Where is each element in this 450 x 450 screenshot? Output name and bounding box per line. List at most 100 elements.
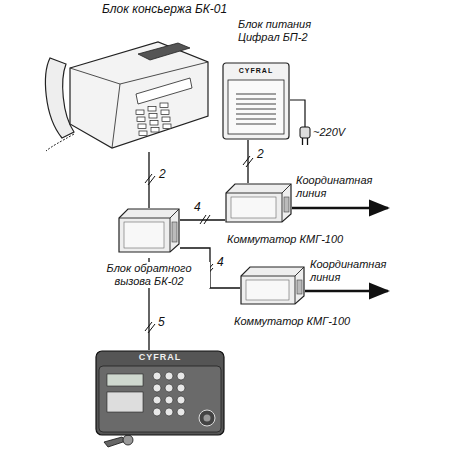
wire-connector [148,152,149,208]
line-label: Координатная линия [310,258,392,284]
drawing-circle [153,408,161,416]
drawing-g [236,94,276,124]
wire-count: 4 [216,256,225,269]
drawing-circle [165,396,173,404]
wire-count: 2 [256,148,265,161]
drawing-rect [162,117,170,122]
drawing-circle [153,396,161,404]
plug-pin [307,138,308,145]
brand-text: CYFRAL [222,67,290,75]
drawing-rect [138,124,146,129]
drawing-circle [153,384,161,392]
drawing-rect [148,107,156,112]
drawing-rect [107,392,143,412]
plug-pin [302,138,303,145]
mains-plug [300,127,310,138]
device-label: Блок консьержа БК-01 [102,2,227,16]
drawing-line [236,99,276,100]
wire-connector [247,140,248,183]
drawing-circle [123,435,133,445]
drawing-line [236,114,276,115]
drawing-line [236,109,276,110]
power-supply: Блок питания Цифрал БП-2CYFRAL [222,62,290,140]
callback-unit-art [118,208,180,258]
device-label: Коммутатор КМГ-100 [227,233,343,246]
coordinate-line [305,290,388,292]
drawing-circle [153,372,161,380]
drawing-rect [99,366,221,432]
drawing-rect [163,124,171,129]
drawing-path [241,267,304,304]
drawing-circle [165,408,173,416]
drawing-circle [177,384,185,392]
drawing-rect [136,110,144,115]
wire-count: 2 [158,168,167,181]
switch-box-art [225,183,292,228]
drawing-rect [161,110,169,115]
drawing-line [236,119,276,120]
drawing-path [119,209,179,252]
drawing-rect [297,280,302,294]
drawing-path [226,184,291,222]
drawing-path [104,437,126,447]
drawing-line [246,158,253,167]
drawing-circle [165,384,173,392]
drawing-circle [165,372,173,380]
line-label: Координатная линия [296,174,378,200]
device-label: CYFRAL [95,352,225,363]
drawing-path [70,42,208,148]
callback-unit: Блок обратного вызова БК-02 [118,208,180,258]
drawing-circle [177,396,185,404]
drawing-rect [149,114,157,119]
drawing-path [138,43,190,60]
call-panel-art [95,350,225,436]
telephone-console: Блок консьержа БК-01 [40,24,210,152]
key-fob [104,435,133,447]
telephone-console-art [40,24,210,152]
drawing-path [136,78,192,104]
device-label: Блок обратного вызова БК-02 [88,262,210,288]
switch-box: Коммутатор КМГ-100 [240,266,305,310]
drawing-rect [223,63,289,139]
wire-count: 5 [157,316,166,329]
switch-box-art [240,266,305,310]
drawing-line [236,94,276,95]
drawing-circle [177,408,185,416]
drawing-path [112,84,120,148]
drawing-rect [107,374,143,386]
drawing-path [226,184,291,222]
drawing-path [241,267,304,304]
device-label: Коммутатор КМГ-100 [234,315,350,328]
drawing-circle [199,410,215,426]
drawing-path [119,209,179,252]
drawing-rect [228,80,284,134]
drawing-rect [284,197,289,212]
voltage-label: ~220V [313,126,353,139]
drawing-rect [246,280,289,300]
wire-connector [180,219,225,220]
drawing-path [46,134,74,151]
drawing-circle [204,415,211,422]
drawing-rect [172,222,177,242]
drawing-rect [139,131,147,136]
drawing-circle [177,372,185,380]
drawing-rect [151,128,159,133]
drawing-line [236,104,276,105]
drawing-g [153,372,185,416]
drawing-rect [231,197,276,218]
mains-wire [290,100,305,128]
device-label: Блок питания Цифрал БП-2 [238,18,334,44]
drawing-g [136,103,171,136]
drawing-rect [160,103,168,108]
wire-count: 4 [193,201,202,214]
drawing-rect [124,222,164,248]
coordinate-line [292,207,388,209]
switch-box: Коммутатор КМГ-100 [225,183,292,228]
drawing-rect [150,121,158,126]
call-panel: CYFRAL [95,350,225,436]
drawing-rect [96,351,224,435]
drawing-rect [137,117,145,122]
drawing-line [236,124,276,125]
